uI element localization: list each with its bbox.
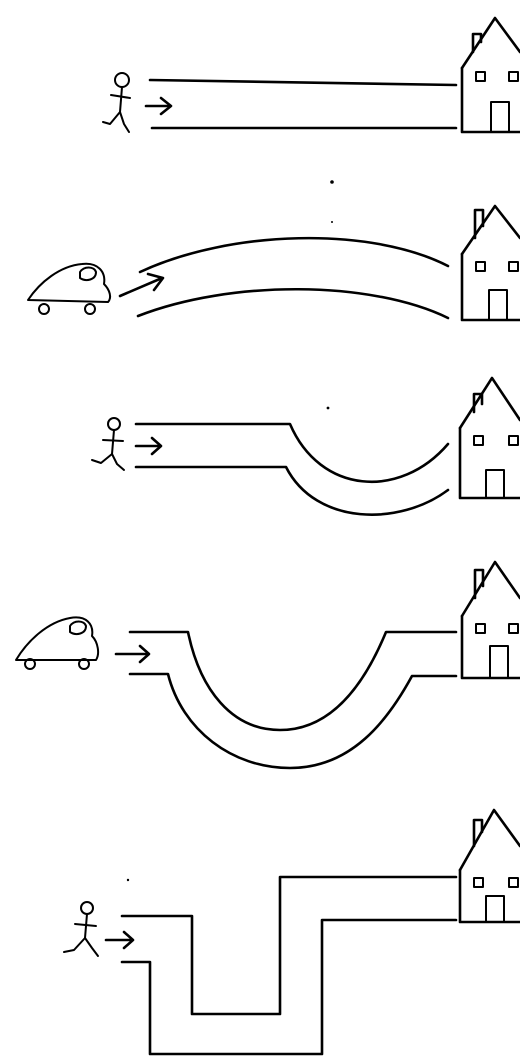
right-arrow-icon — [106, 932, 133, 948]
path-row-5 — [64, 810, 520, 1054]
stick-figure-walker-icon — [92, 418, 124, 470]
speck — [331, 221, 333, 223]
right-arrow-icon — [116, 646, 149, 662]
house-icon — [460, 378, 520, 498]
house-icon — [460, 810, 520, 922]
road — [150, 80, 456, 128]
road — [138, 238, 448, 318]
right-arrow-icon — [136, 438, 161, 454]
road — [136, 424, 448, 515]
house-icon — [462, 18, 520, 132]
car-icon — [16, 617, 98, 669]
stick-figure-walker-icon — [103, 73, 130, 132]
right-arrow-icon — [120, 274, 163, 296]
car-icon — [28, 264, 110, 314]
speck — [127, 879, 129, 881]
right-arrow-icon — [146, 98, 171, 114]
house-icon — [462, 562, 520, 678]
path-row-1 — [103, 18, 520, 132]
house-icon — [462, 206, 520, 320]
speck — [330, 180, 334, 184]
road — [122, 877, 456, 1054]
path-row-3 — [92, 378, 520, 515]
path-row-4 — [16, 562, 520, 768]
path-row-2 — [28, 206, 520, 320]
speck — [327, 407, 330, 410]
road — [130, 632, 456, 768]
stick-figure-walker-icon — [64, 902, 98, 956]
